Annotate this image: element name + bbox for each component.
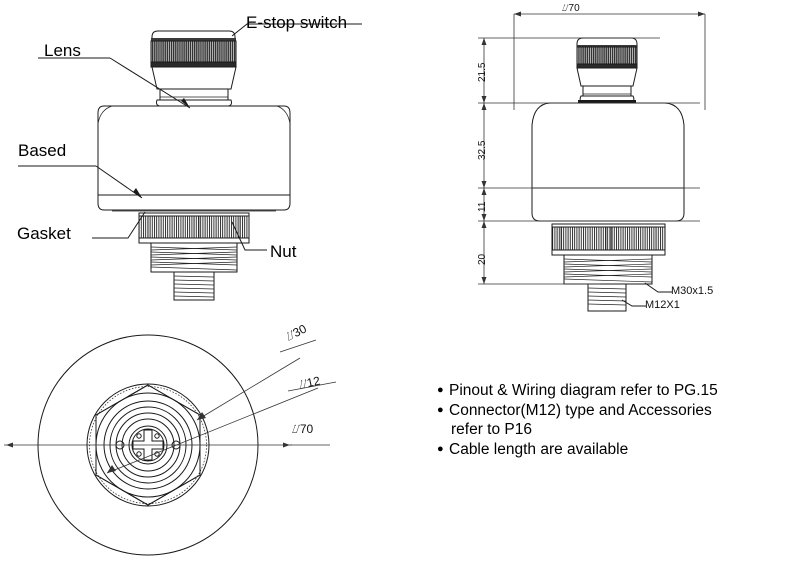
dim-label-height-body: 32.5 [477, 140, 488, 160]
dia12-leader [106, 381, 337, 474]
note-item: Cable length are available [437, 440, 802, 459]
nut [138, 212, 250, 244]
thread-label-m12: M12X1 [645, 299, 680, 311]
label-gasket: Gasket [17, 224, 71, 243]
dim-overall-width [513, 11, 706, 110]
leader-lines [18, 23, 362, 251]
thread-callout-leaders [621, 282, 672, 307]
label-lens: Lens [44, 41, 81, 60]
dim-lens-housing [531, 102, 685, 189]
dim-m12-connector [587, 283, 627, 312]
dim-estop-cap [576, 37, 638, 103]
base-housing [97, 194, 291, 211]
label-estop-switch: E-stop switch [246, 13, 348, 32]
label-based: Based [18, 141, 67, 160]
estop-switch-cap [150, 30, 237, 107]
thread-label-m30: M30x1.5 [671, 285, 714, 297]
dim-label-height-base: 11 [477, 201, 488, 212]
dia30-leader [196, 339, 317, 421]
m12-connector [173, 271, 215, 301]
lens-housing [97, 105, 291, 196]
dim-label-height-cap: 21.5 [477, 62, 488, 82]
dim-m30-thread [563, 254, 653, 285]
dim-nut [551, 223, 666, 256]
note-text-continued: refer to P16 [451, 421, 532, 438]
notes-list: Pinout & Wiring diagram refer to PG.15 C… [437, 381, 802, 460]
note-item: Connector(M12) type and Accessories refe… [437, 401, 802, 439]
dim-label-overall-diameter: ⌰70 [562, 3, 580, 14]
note-text: Cable length are available [449, 441, 629, 458]
note-text: Connector(M12) type and Accessories [449, 402, 712, 419]
view-front-labeled [18, 23, 362, 301]
dim-vertical-chain [478, 37, 700, 285]
note-item: Pinout & Wiring diagram refer to PG.15 [437, 381, 802, 400]
note-text: Pinout & Wiring diagram refer to PG.15 [449, 382, 718, 399]
m30-thread [150, 242, 238, 273]
dim-label-dia70: ⌰70 [292, 422, 314, 436]
dim-label-height-thread: 20 [477, 253, 488, 265]
view-front-dimensioned [478, 11, 706, 312]
view-bottom [4, 334, 337, 556]
label-nut: Nut [270, 242, 297, 261]
dim-base-housing [531, 187, 685, 222]
